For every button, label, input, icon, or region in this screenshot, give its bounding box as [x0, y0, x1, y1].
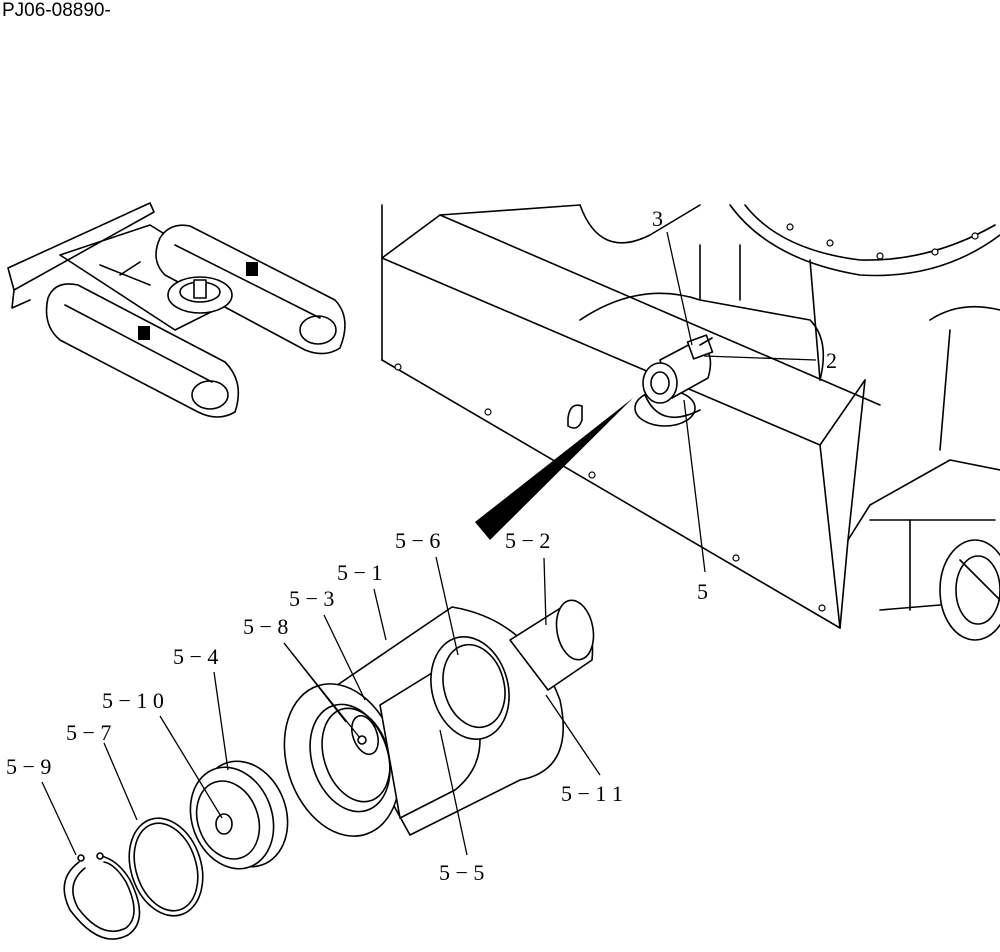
document-id: PJ06-08890-	[2, 0, 111, 21]
callout-3: 3	[652, 206, 663, 231]
installed-cylinder-part-5	[642, 334, 714, 404]
callout-5-7: 5 − 7	[66, 720, 111, 745]
callout-labels: 3 2 5 5 − 6 5 − 2 5 − 1 5 − 3 5 − 8 5 − …	[6, 206, 837, 885]
part-5-7-ring	[128, 817, 204, 917]
undercarriage-frame	[381, 204, 1000, 641]
callout-5-8: 5 − 8	[243, 614, 288, 639]
callout-5-10: 5 − 1 0	[102, 688, 164, 713]
callout-5: 5	[697, 579, 708, 604]
callout-5-6: 5 − 6	[395, 528, 440, 553]
overview-machine-illustration	[7, 202, 346, 418]
callout-5-4: 5 − 4	[173, 644, 218, 669]
callout-5-5: 5 − 5	[439, 860, 484, 885]
callout-5-1: 5 − 1	[337, 560, 382, 585]
part-5-1-housing	[283, 599, 595, 837]
callout-5-9: 5 − 9	[6, 754, 51, 779]
pointer-wedge	[475, 398, 633, 540]
leader-lines	[41, 231, 817, 856]
part-5-4-cap	[189, 760, 289, 870]
callout-5-2: 5 − 2	[505, 528, 550, 553]
callout-5-3: 5 − 3	[289, 586, 334, 611]
part-5-9-circlip	[63, 852, 141, 940]
callout-5-11: 5 − 1 1	[561, 781, 623, 806]
callout-2: 2	[826, 348, 837, 373]
